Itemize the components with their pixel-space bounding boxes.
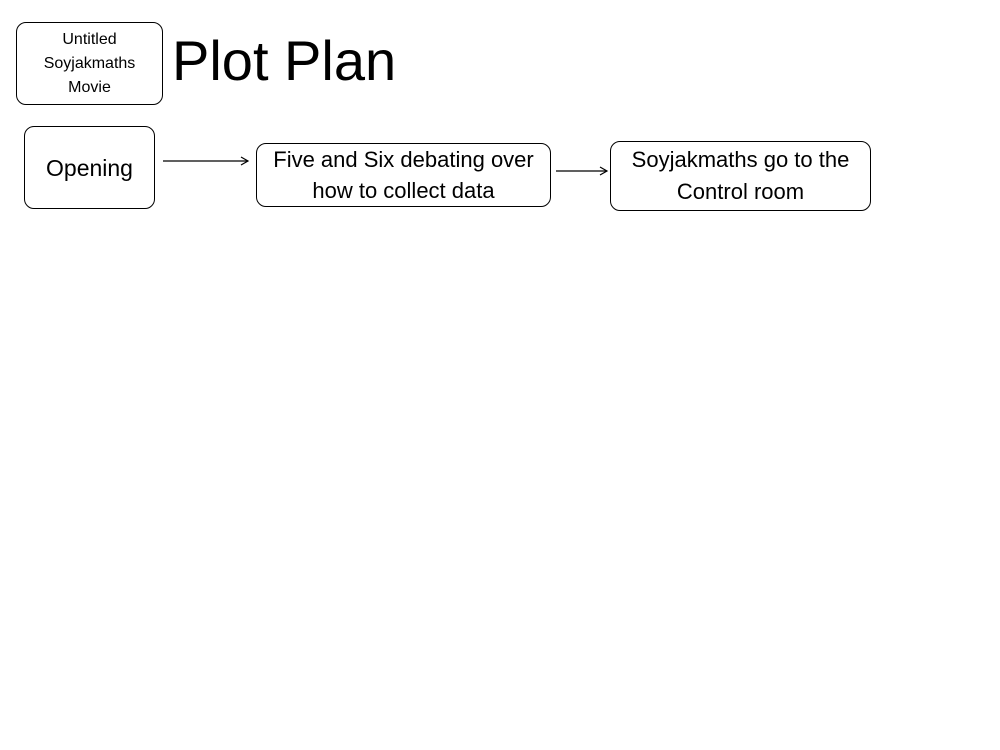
step-1-text: Opening [46,153,133,183]
step-3-line-2: Control room [676,179,805,204]
movie-title-box: Untitled Soyjakmaths Movie [16,22,163,105]
movie-title-text: Untitled Soyjakmaths Movie [44,28,136,100]
movie-title-line-3: Movie [68,78,111,96]
arrow-opening-to-debate [163,156,250,166]
step-box-control-room: Soyjakmaths go to the Control room [610,141,871,211]
step-2-line-1: Five and Six debating over [273,147,534,172]
step-2-line-2: how to collect data [312,178,495,203]
page-title: Plot Plan [172,29,397,92]
step-3-line-1: Soyjakmaths go to the [631,147,850,172]
step-box-debate: Five and Six debating over how to collec… [256,143,551,207]
step-3-text: Soyjakmaths go to the Control room [632,144,850,208]
step-1-line-1: Opening [46,154,133,181]
step-box-opening: Opening [24,126,155,209]
movie-title-line-2: Soyjakmaths [43,54,136,72]
step-2-text: Five and Six debating over how to collec… [273,144,534,206]
movie-title-line-1: Untitled [62,30,117,48]
arrow-debate-to-control-room [556,166,609,176]
